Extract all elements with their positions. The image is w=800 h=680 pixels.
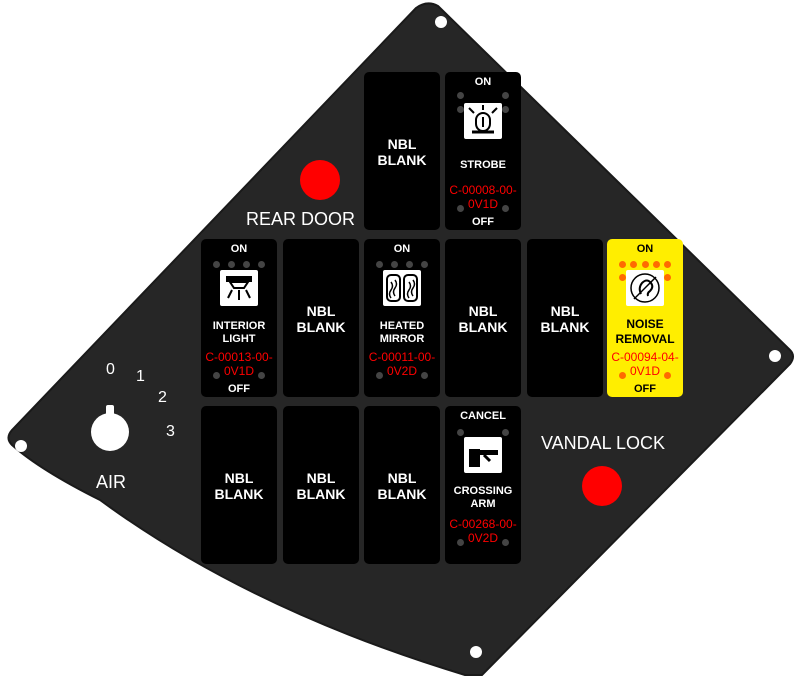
blank-label: NBL BLANK	[296, 303, 346, 335]
noise-removal-on-label: ON	[636, 243, 654, 255]
air-position-3: 3	[166, 423, 175, 440]
interior-light-switch[interactable]: ON INTERIOR LIGHT C-00013-00- 0V1D OFF	[201, 239, 277, 397]
blank-label: NBL BLANK	[458, 303, 508, 335]
noise-removal-icon	[626, 270, 664, 306]
blank-switch[interactable]: NBL BLANK	[445, 239, 521, 397]
vandal-lock-button[interactable]	[582, 466, 622, 506]
rear-door-button[interactable]	[300, 160, 340, 200]
strobe-off-label: OFF	[472, 216, 494, 228]
air-position-0: 0	[106, 361, 115, 378]
air-position-1: 1	[136, 368, 145, 385]
strobe-switch[interactable]: ON STROBE C-00008-00- 0V1D OFF	[445, 72, 521, 230]
heated-mirror-name: HEATED MIRROR	[379, 320, 425, 345]
crossing-arm-cancel-label: CANCEL	[460, 410, 506, 422]
strobe-name: STROBE	[460, 159, 506, 171]
interior-light-icon	[220, 270, 258, 306]
interior-light-code: C-00013-00- 0V1D	[205, 350, 273, 378]
interior-light-name: INTERIOR LIGHT	[212, 320, 266, 345]
crossing-arm-code: C-00268-00- 0V2D	[449, 517, 517, 545]
blank-label: NBL BLANK	[377, 136, 427, 168]
heated-mirror-code: C-00011-00- 0V2D	[368, 350, 436, 378]
heated-mirror-switch[interactable]: ON HEATED MIRROR C-00011-00- 0V2D	[364, 239, 440, 397]
blank-switch[interactable]: NBL BLANK	[364, 72, 440, 230]
blank-switch[interactable]: NBL BLANK	[527, 239, 603, 397]
rear-door-label: REAR DOOR	[246, 209, 356, 229]
air-knob[interactable]	[91, 405, 129, 451]
strobe-icon	[464, 103, 502, 139]
heated-mirror-on-label: ON	[393, 243, 411, 255]
mount-hole	[435, 16, 447, 28]
noise-removal-code: C-00094-04- 0V1D	[611, 350, 679, 378]
noise-removal-switch[interactable]: ON NOISE REMOVAL C-00094-04- 0V1D OFF	[607, 239, 683, 397]
noise-removal-off-label: OFF	[634, 383, 656, 395]
blank-label: NBL BLANK	[377, 470, 427, 502]
heated-mirror-icon	[383, 270, 421, 306]
blank-switch[interactable]: NBL BLANK	[283, 406, 359, 564]
interior-light-on-label: ON	[230, 243, 248, 255]
crossing-arm-icon	[464, 437, 502, 473]
crossing-arm-switch[interactable]: CANCEL CROSSING ARM C-00268-00- 0V2D	[445, 406, 521, 564]
air-position-2: 2	[158, 389, 167, 406]
noise-removal-name: NOISE REMOVAL	[615, 317, 675, 346]
blank-label: NBL BLANK	[214, 470, 264, 502]
blank-switch[interactable]: NBL BLANK	[364, 406, 440, 564]
mount-hole	[15, 440, 27, 452]
blank-label: NBL BLANK	[540, 303, 590, 335]
interior-light-off-label: OFF	[228, 383, 250, 395]
air-label: AIR	[96, 472, 127, 492]
blank-label: NBL BLANK	[296, 470, 346, 502]
strobe-code: C-00008-00- 0V1D	[449, 183, 517, 211]
vandal-lock-label: VANDAL LOCK	[541, 433, 666, 453]
crossing-arm-name: CROSSING ARM	[453, 485, 513, 510]
mount-hole	[769, 350, 781, 362]
mount-hole	[470, 646, 482, 658]
blank-switch[interactable]: NBL BLANK	[283, 239, 359, 397]
strobe-on-label: ON	[474, 76, 492, 88]
blank-switch[interactable]: NBL BLANK	[201, 406, 277, 564]
